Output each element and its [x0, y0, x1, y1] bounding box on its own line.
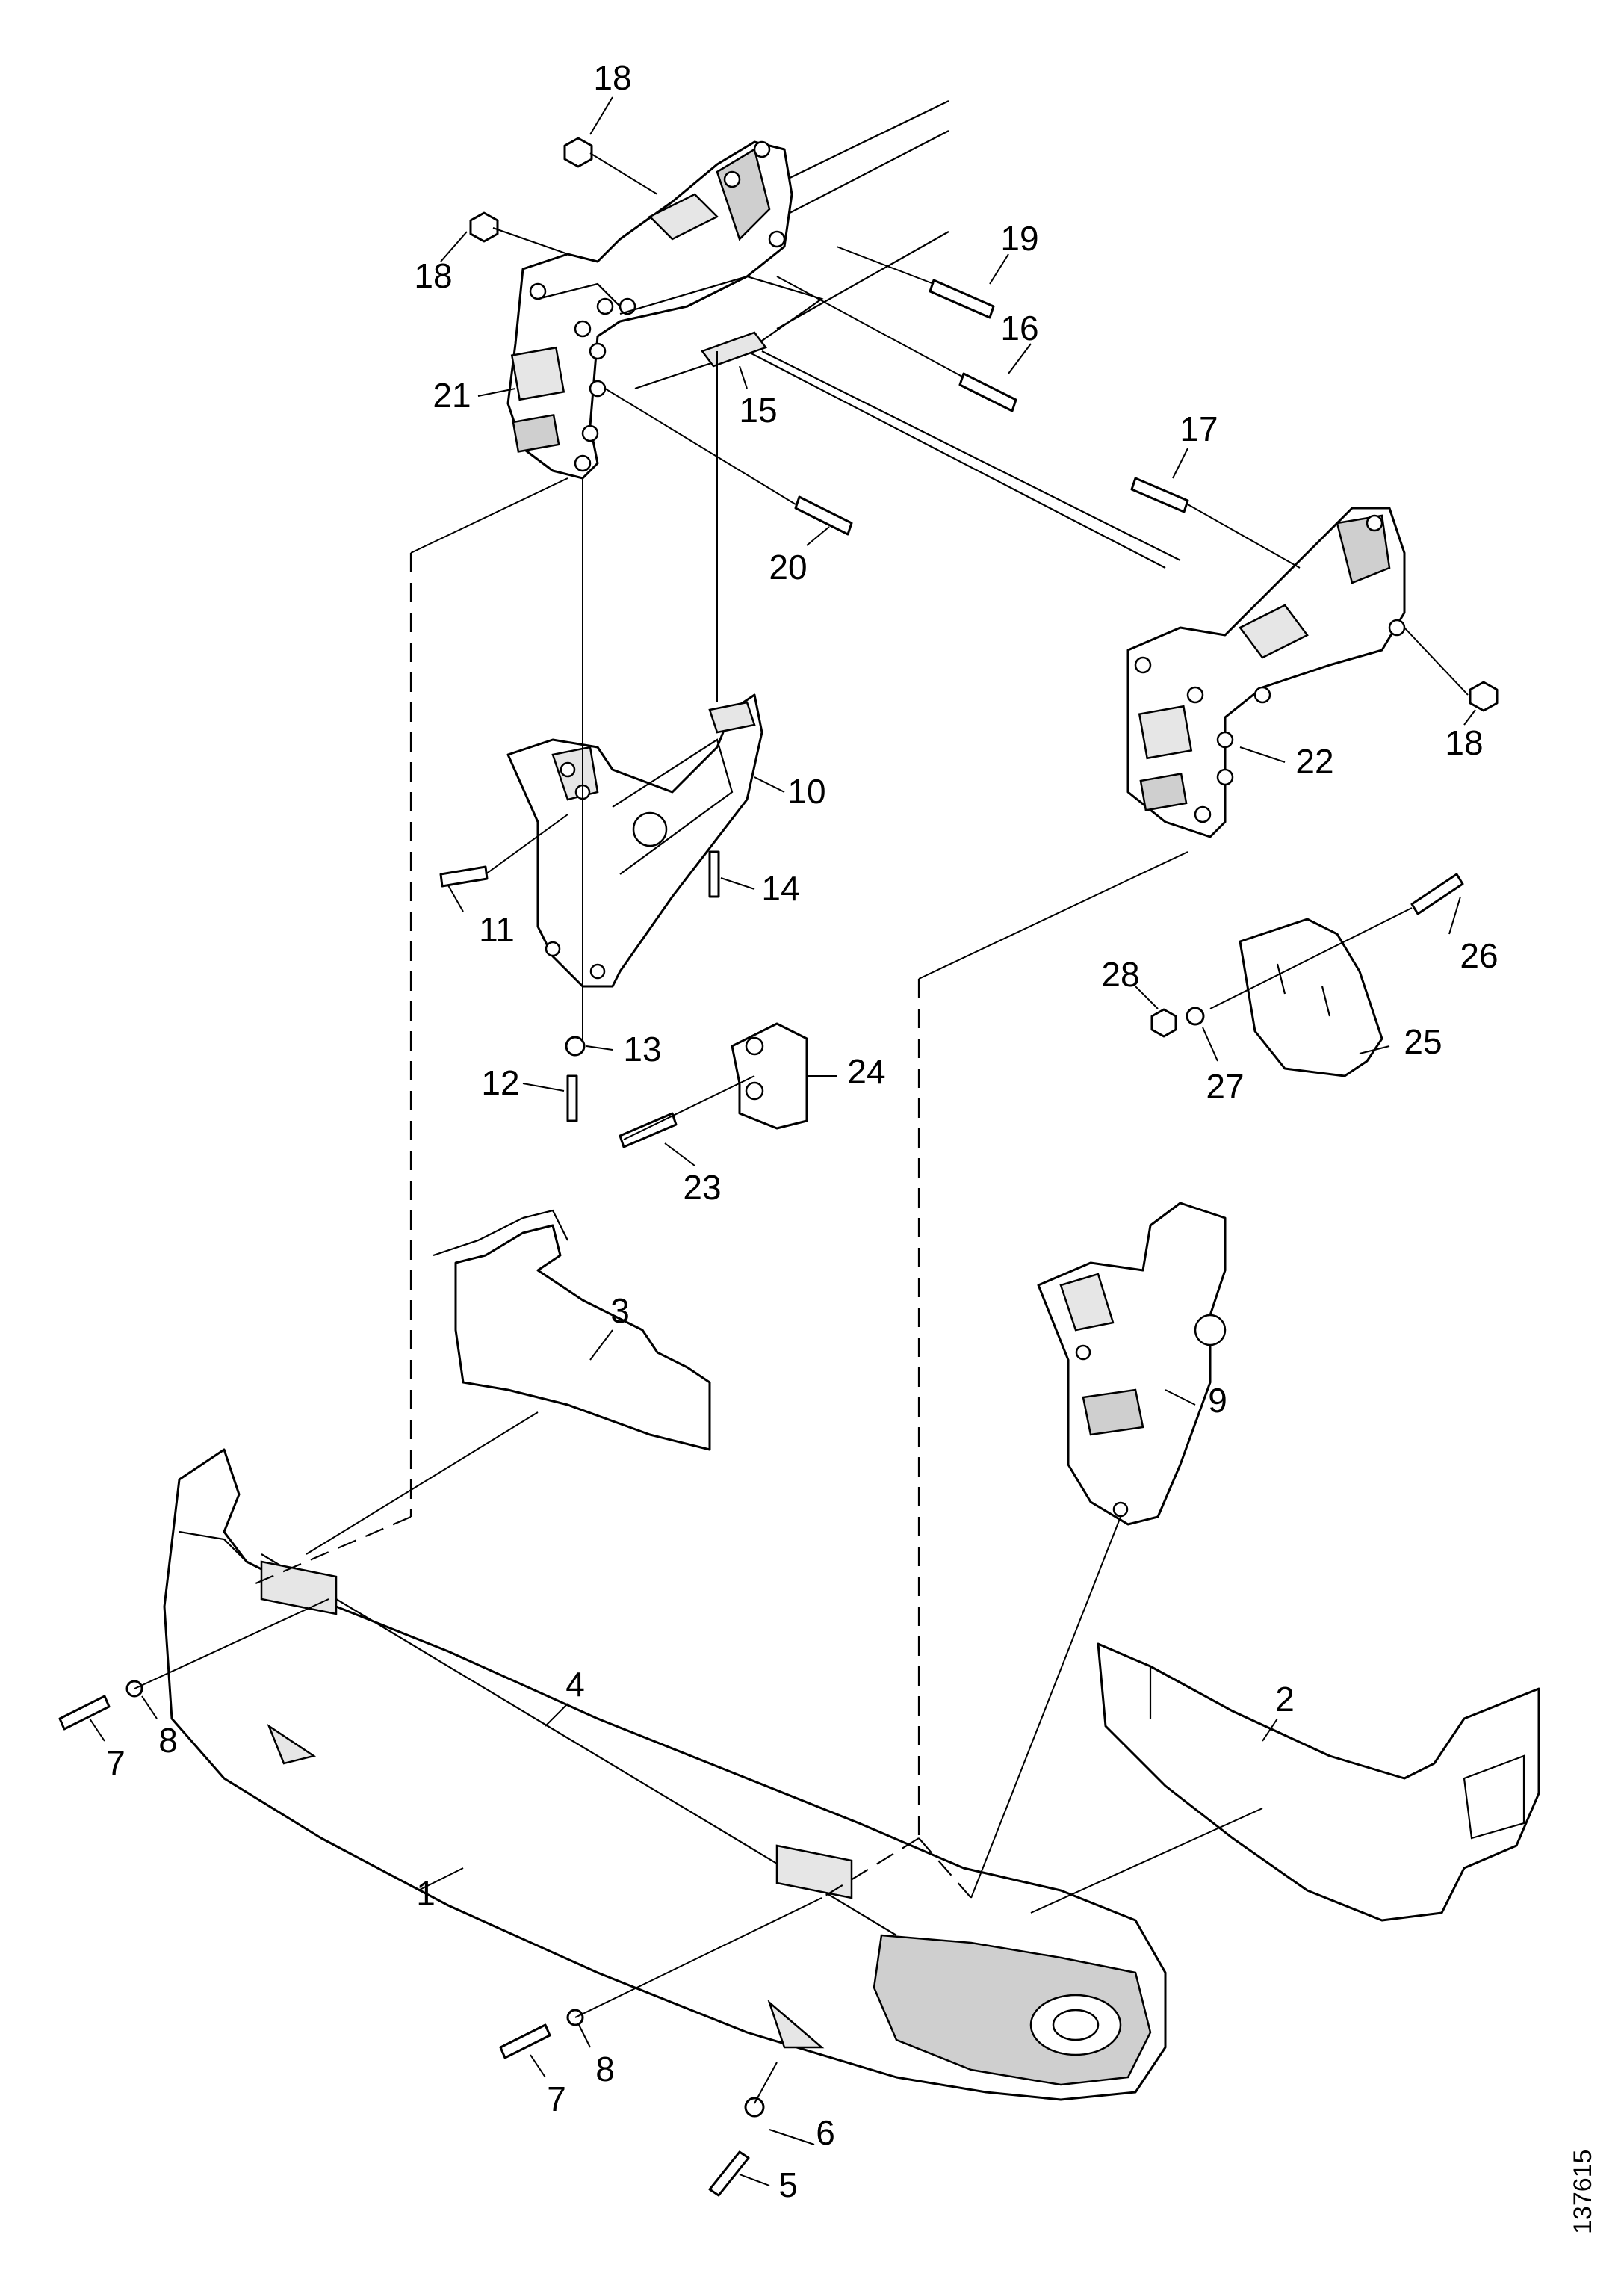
- callout-27: 27: [1206, 1067, 1244, 1106]
- mount-bracket-10: [506, 693, 763, 988]
- bolt-26: [1410, 873, 1464, 915]
- callout-19: 19: [1000, 219, 1038, 258]
- bolt-20: [794, 495, 853, 536]
- callout-10: 10: [787, 772, 825, 811]
- callout-28: 28: [1101, 955, 1139, 994]
- assembly-lines: [253, 351, 1188, 1899]
- callout-7-left: 7: [106, 1743, 125, 1782]
- callout-12: 12: [481, 1063, 519, 1102]
- callout-14: 14: [761, 869, 799, 908]
- callout-18-left: 18: [414, 256, 452, 295]
- crossmember-plate: [619, 275, 824, 390]
- document-number: 137615: [1569, 2150, 1597, 2234]
- nut-18-top: [563, 137, 593, 168]
- callout-4: 4: [565, 1665, 585, 1704]
- bolt-7-left: [58, 1695, 111, 1731]
- callout-7-bottom: 7: [547, 2080, 566, 2118]
- callout-6: 6: [816, 2113, 835, 2152]
- bolt-19: [929, 279, 995, 319]
- callout-labels: 1 2 3 4 5 6 7 7 8 8 9 10 11 12 13 14 15 …: [106, 58, 1498, 2204]
- callout-15: 15: [739, 391, 777, 430]
- bolt-12: [566, 1074, 578, 1122]
- callout-22: 22: [1295, 742, 1333, 781]
- nut-28: [1150, 1008, 1177, 1038]
- callout-3: 3: [610, 1291, 630, 1330]
- washer-13: [565, 1036, 586, 1057]
- nut-18-right: [1469, 681, 1499, 712]
- bracket-panel-3: [433, 1209, 711, 1451]
- callout-23: 23: [683, 1168, 721, 1207]
- callout-1: 1: [416, 1874, 436, 1913]
- callout-26: 26: [1460, 936, 1498, 975]
- bolt-11: [439, 865, 489, 888]
- callout-20: 20: [769, 548, 807, 587]
- washer-27: [1186, 1007, 1205, 1026]
- fasteners: [58, 137, 1499, 2197]
- bolt-5: [708, 2150, 750, 2197]
- callout-18-right: 18: [1445, 723, 1483, 762]
- callout-25: 25: [1404, 1022, 1442, 1061]
- bolt-7-bottom: [499, 2023, 551, 2059]
- front-bracket-right: [1126, 507, 1406, 838]
- guard-plate-25: [1239, 918, 1383, 1077]
- bolt-16: [958, 372, 1017, 412]
- callout-11: 11: [479, 910, 515, 949]
- bolt-23: [619, 1112, 678, 1148]
- callout-8-left: 8: [158, 1721, 178, 1760]
- callout-8-bottom: 8: [595, 2050, 615, 2088]
- callout-5: 5: [778, 2165, 798, 2204]
- mount-bracket-9: [1037, 1202, 1227, 1526]
- callout-24: 24: [847, 1052, 885, 1091]
- callout-9: 9: [1208, 1381, 1227, 1420]
- callout-2: 2: [1275, 1680, 1295, 1719]
- leader-lines: [134, 152, 1469, 2104]
- bolt-17: [1130, 477, 1189, 513]
- bracket-panel-2: [1097, 1642, 1540, 1922]
- callout-18-top: 18: [593, 58, 631, 97]
- nut-18-left: [469, 211, 499, 243]
- front-bracket-left: [506, 140, 793, 480]
- callout-leaders: [89, 96, 1476, 2186]
- front-bumper-1: [163, 1448, 1167, 2101]
- bolt-14: [708, 850, 720, 898]
- clip-bracket-24: [731, 1022, 808, 1130]
- callout-17: 17: [1180, 409, 1218, 448]
- washer-6: [744, 2097, 765, 2118]
- callout-13: 13: [623, 1030, 661, 1069]
- callout-21: 21: [433, 376, 471, 415]
- callout-16: 16: [1000, 309, 1038, 347]
